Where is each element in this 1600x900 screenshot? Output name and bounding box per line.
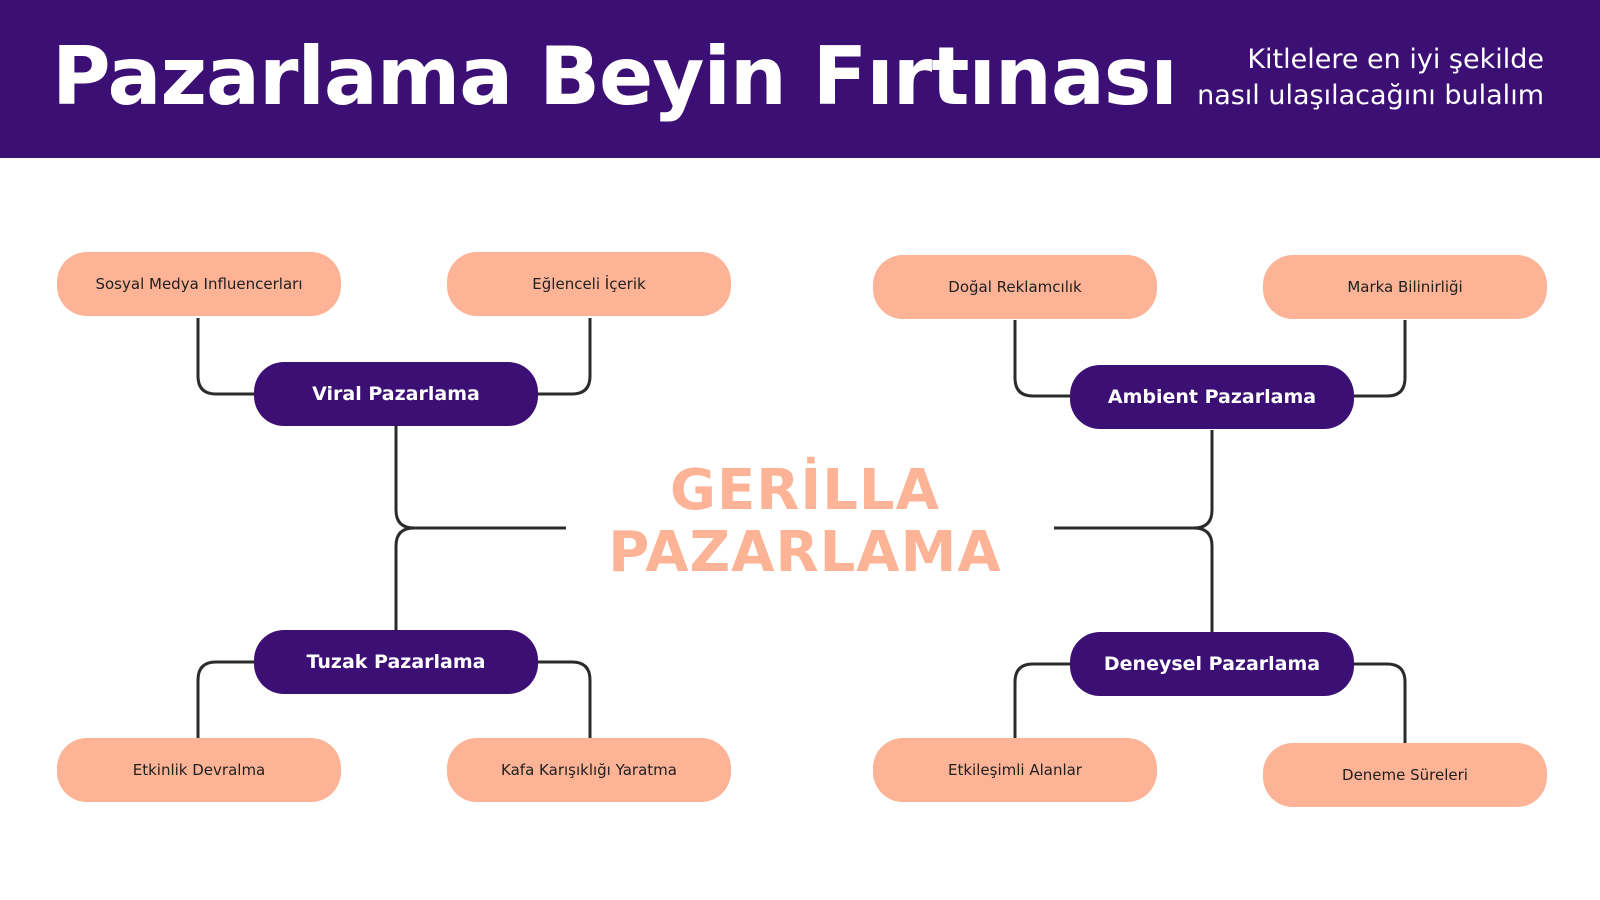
header-banner: Pazarlama Beyin Fırtınası Kitlelere en i…	[0, 0, 1600, 158]
page-title: Pazarlama Beyin Fırtınası	[52, 30, 1178, 123]
connector-right-trunk-bottom	[1193, 526, 1214, 632]
connector-tuzak-leaf1	[196, 660, 254, 738]
branch-deneysel-pazarlama: Deneysel Pazarlama	[1070, 632, 1354, 696]
center-topic-line-1: GERİLLA	[670, 458, 940, 523]
leaf-dogal-reklamcilik: Doğal Reklamcılık	[873, 255, 1157, 319]
connector-viral-leaf1	[196, 318, 254, 396]
leaf-deneme-sureleri: Deneme Süreleri	[1263, 743, 1547, 807]
page-subtitle: Kitlelere en iyi şekilde nasıl ulaşılaca…	[1164, 42, 1544, 114]
leaf-etkinlik-devralma: Etkinlik Devralma	[57, 738, 341, 802]
connector-deneysel-leaf2	[1354, 662, 1407, 744]
connector-left-trunk-top	[394, 426, 566, 530]
connector-left-trunk-bottom	[394, 526, 415, 630]
connector-deneysel-leaf1	[1013, 662, 1070, 740]
subtitle-line-1: Kitlelere en iyi şekilde	[1247, 44, 1544, 75]
center-topic: GERİLLA PAZARLAMA	[560, 460, 1050, 584]
connector-ambient-leaf2	[1354, 320, 1407, 398]
connector-viral-leaf2	[538, 318, 592, 396]
connector-ambient-leaf1	[1013, 320, 1070, 398]
leaf-kafa-karisikligi-yaratma: Kafa Karışıklığı Yaratma	[447, 738, 731, 802]
leaf-etkilesimli-alanlar: Etkileşimli Alanlar	[873, 738, 1157, 802]
branch-tuzak-pazarlama: Tuzak Pazarlama	[254, 630, 538, 694]
subtitle-line-2: nasıl ulaşılacağını bulalım	[1197, 80, 1544, 111]
branch-viral-pazarlama: Viral Pazarlama	[254, 362, 538, 426]
connector-tuzak-leaf2	[538, 660, 592, 738]
leaf-sosyal-medya-influencerlari: Sosyal Medya Influencerları	[57, 252, 341, 316]
leaf-marka-bilinirligi: Marka Bilinirliği	[1263, 255, 1547, 319]
branch-ambient-pazarlama: Ambient Pazarlama	[1070, 365, 1354, 429]
center-topic-line-2: PAZARLAMA	[608, 520, 1002, 585]
leaf-eglenceli-icerik: Eğlenceli İçerik	[447, 252, 731, 316]
connector-right-trunk-top	[1054, 430, 1214, 530]
